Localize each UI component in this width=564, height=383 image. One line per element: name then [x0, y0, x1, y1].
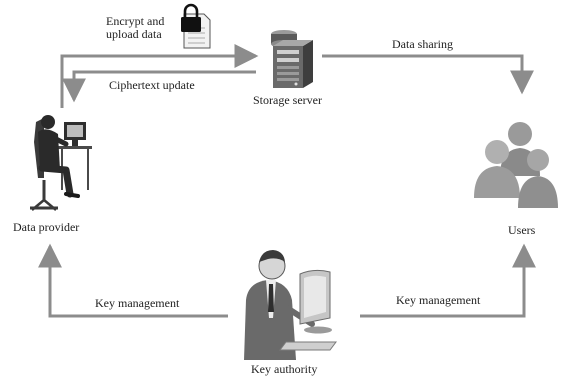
server-icon [271, 30, 313, 88]
key-management-left-arrow [38, 243, 228, 318]
key-management-right-arrow [360, 243, 536, 318]
connectors [38, 44, 536, 318]
person-at-computer-icon [30, 115, 92, 211]
storage-server-label: Storage server [253, 93, 322, 107]
encrypt-upload-label-line2: upload data [106, 27, 162, 41]
data-sharing-arrow [322, 54, 534, 95]
data-sharing-label: Data sharing [392, 37, 453, 51]
businessman-at-computer-icon [244, 250, 337, 360]
user-group-icon [474, 122, 558, 208]
encrypt-upload-label-line1: Encrypt and [106, 14, 165, 28]
data-provider-label: Data provider [13, 220, 80, 234]
padlock-document-icon [181, 3, 211, 49]
key-management-left-label: Key management [95, 296, 180, 310]
encrypt-upload-label: Encrypt and upload data [106, 15, 164, 41]
ciphertext-update-arrow [62, 70, 256, 103]
key-management-right-label: Key management [396, 293, 481, 307]
key-authority-label: Key authority [251, 362, 318, 376]
users-label: Users [508, 223, 536, 237]
ciphertext-update-label: Ciphertext update [109, 78, 195, 92]
